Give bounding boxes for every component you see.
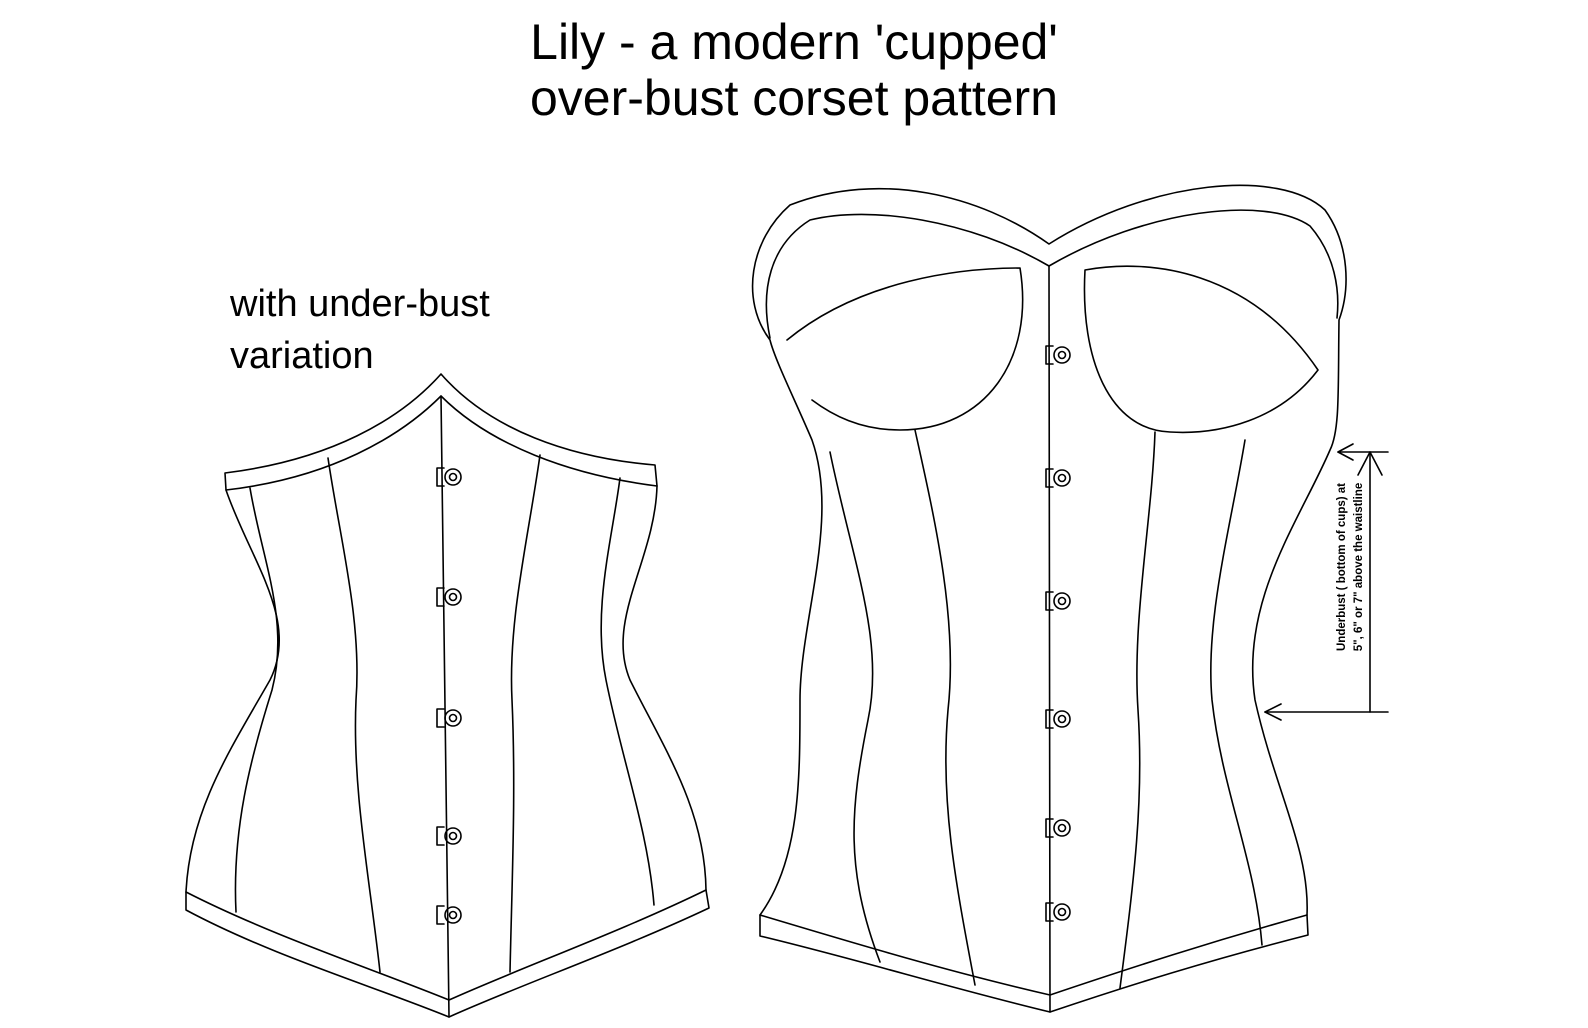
overbust-neckline-binding (1048, 209, 1339, 319)
overbust-corset-drawing (751, 184, 1347, 1013)
overbust-right-cup (1083, 265, 1319, 434)
underbust-seam-4 (600, 477, 655, 906)
underbust-center-busk (440, 395, 450, 1018)
underbust-seam-2 (327, 457, 381, 973)
overbust-seam-1 (829, 451, 881, 963)
underbust-measurement-marker (1264, 443, 1389, 721)
underbust-outline (185, 373, 710, 1018)
overbust-seam-4 (1209, 439, 1263, 946)
underbust-label-line-2: variation (230, 335, 374, 377)
eyelet-icon (436, 587, 462, 607)
overbust-seam-2 (914, 429, 976, 986)
overbust-left-cup (786, 267, 1024, 431)
eyelet-icon (436, 708, 462, 728)
underbust-variation-label: with under-bust variation (230, 278, 490, 382)
underbust-measurement-note: Underbust ( bottom of cups) at 5", 6" or… (1334, 437, 1374, 697)
overbust-center-busk (1048, 265, 1051, 1013)
note-line-2: 5", 6" or 7" above the waistline (1353, 482, 1365, 652)
note-line-1: Underbust ( bottom of cups) at (1336, 483, 1348, 652)
underbust-label-line-1: with under-bust (230, 283, 490, 325)
title-line-2: over-bust corset pattern (529, 70, 1059, 126)
overbust-neckline-binding-left (765, 213, 1050, 339)
diagram-title: Lily - a modern 'cupped' over-bust corse… (0, 14, 1588, 126)
overbust-seam-3 (1119, 431, 1156, 989)
underbust-corset-drawing (185, 373, 710, 1018)
overbust-bottom-binding (759, 914, 1308, 996)
arrow-left-icon (1264, 703, 1282, 721)
arrow-left-icon (1337, 443, 1354, 461)
eyelet-icon (436, 905, 462, 925)
title-line-1: Lily - a modern 'cupped' (530, 14, 1058, 70)
eyelet-icon (436, 467, 462, 487)
eyelet-icon (436, 826, 462, 846)
underbust-bottom-binding (185, 889, 707, 1001)
underbust-seam-3 (509, 454, 541, 973)
underbust-seam-1 (234, 487, 279, 913)
